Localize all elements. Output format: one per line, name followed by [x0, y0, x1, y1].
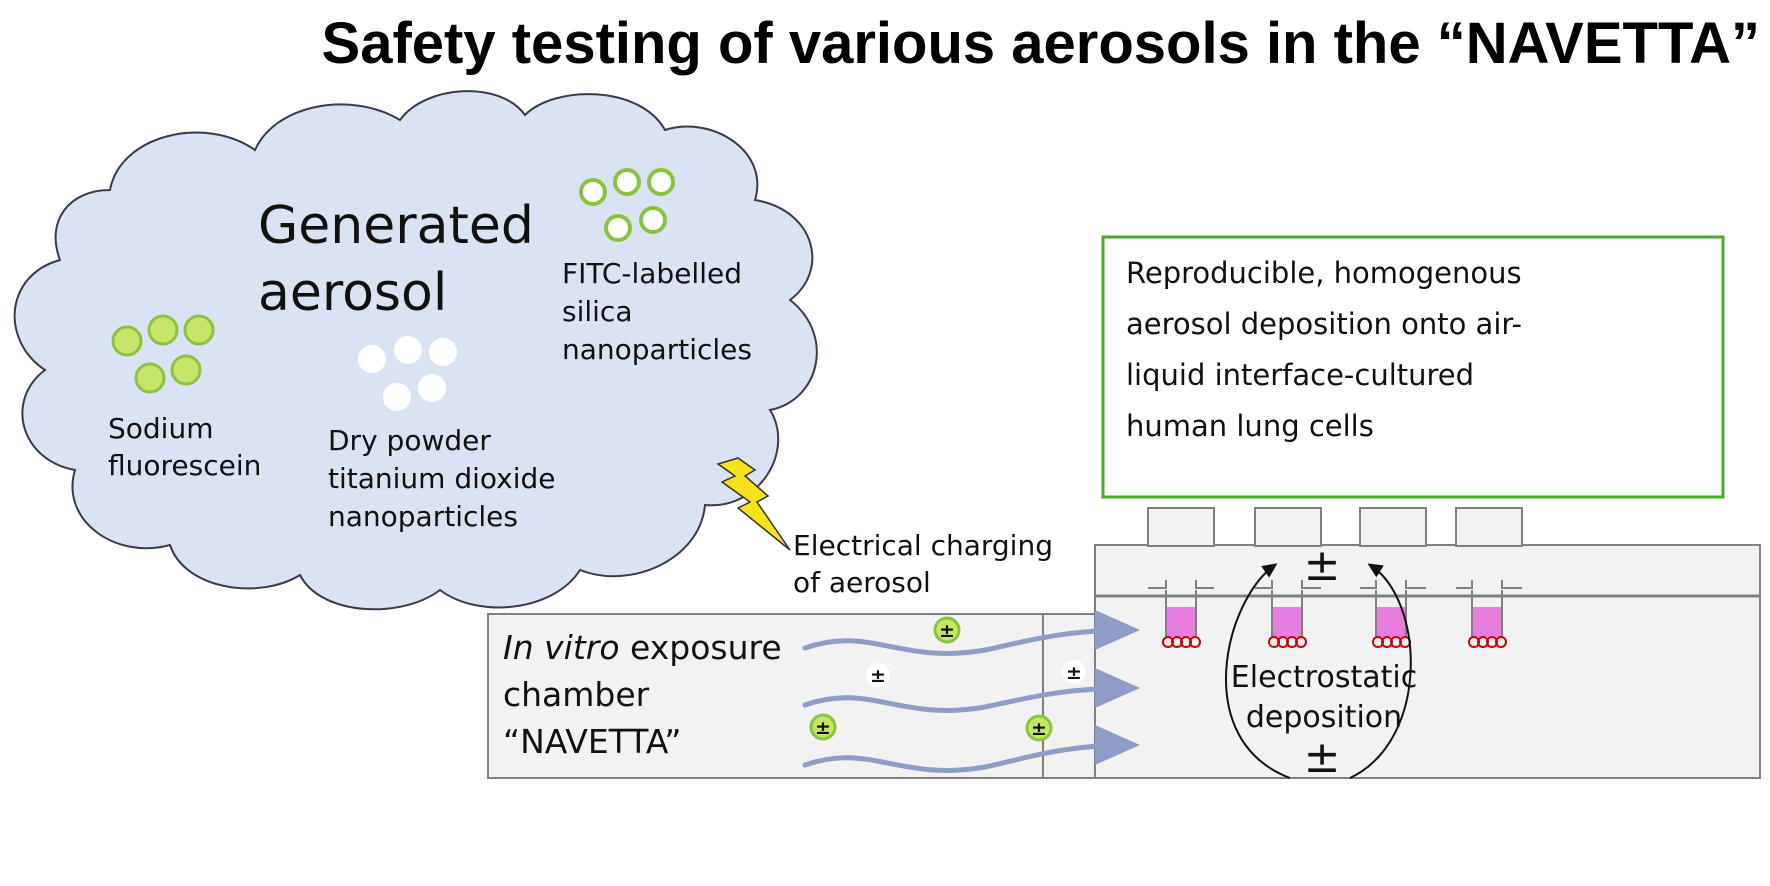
top-electrode-charge: ±: [1304, 540, 1341, 591]
chamber-label-line1: In vitro exposure: [503, 628, 782, 667]
sodium-label-line2: fluorescein: [108, 449, 261, 482]
page-title: Safety testing of various aerosols in th…: [322, 11, 1760, 76]
fitc-label-line2: silica: [562, 295, 632, 328]
chamber-lid-tabs: [1147, 507, 1523, 547]
tio2-label-line3: nanoparticles: [328, 500, 518, 533]
lightning-bolt-icon: [716, 457, 791, 551]
bottom-electrode-charge: ±: [1304, 732, 1341, 783]
charging-label-line2: of aerosol: [793, 566, 931, 599]
well-2: [1255, 580, 1321, 648]
charged-particle-green-2: ±: [809, 713, 837, 741]
titanium-dioxide-particles: [358, 336, 457, 411]
fitc-silica-particles: [579, 168, 675, 242]
sodium-fluorescein-particles: [111, 314, 215, 394]
tio2-label-line2: titanium dioxide: [328, 462, 556, 495]
charged-particle-white-1: ±: [866, 663, 890, 687]
cell-culture-wells: [1148, 580, 1522, 648]
charged-particle-green-3: ±: [1025, 714, 1053, 742]
flow-arrow-1: [802, 610, 1140, 656]
fitc-label-line1: FITC-labelled: [562, 257, 742, 290]
chamber-label-line2: chamber: [503, 675, 650, 714]
svg-text:±: ±: [870, 665, 886, 687]
charged-particle-white-2: ±: [1062, 660, 1086, 684]
well-4: [1456, 580, 1522, 648]
well-1: [1148, 580, 1214, 648]
svg-text:±: ±: [939, 620, 955, 642]
svg-text:±: ±: [1031, 718, 1047, 740]
cloud-heading-line2: aerosol: [258, 263, 447, 323]
chamber-label-line3: “NAVETTA”: [503, 722, 681, 761]
deposition-chamber: [1094, 544, 1761, 779]
cloud-heading-line1: Generated: [258, 196, 534, 256]
result-line1: Reproducible, homogenous: [1126, 256, 1522, 290]
flow-arrow-3: [802, 725, 1140, 773]
field-arrow-left: [1225, 563, 1291, 779]
well-3: [1360, 580, 1426, 648]
sodium-label-line1: Sodium: [108, 412, 213, 445]
field-arrow-right: [1349, 563, 1412, 779]
result-box: [1101, 235, 1725, 499]
flow-arrow-2: [802, 668, 1140, 713]
svg-text:±: ±: [815, 717, 831, 739]
svg-text:±: ±: [1066, 662, 1082, 684]
deposition-label-line2: deposition: [1246, 700, 1402, 735]
deposition-label-line1: Electrostatic: [1231, 660, 1417, 695]
charged-particle-green-1: ±: [933, 616, 961, 644]
result-line3: liquid interface-cultured: [1126, 358, 1474, 392]
tio2-label-line1: Dry powder: [328, 424, 491, 457]
result-line4: human lung cells: [1126, 409, 1374, 443]
fitc-label-line3: nanoparticles: [562, 333, 752, 366]
aerosol-flow-arrows: [802, 610, 1140, 773]
charging-label-line1: Electrical charging: [793, 529, 1053, 562]
result-line2: aerosol deposition onto air-: [1126, 307, 1522, 341]
